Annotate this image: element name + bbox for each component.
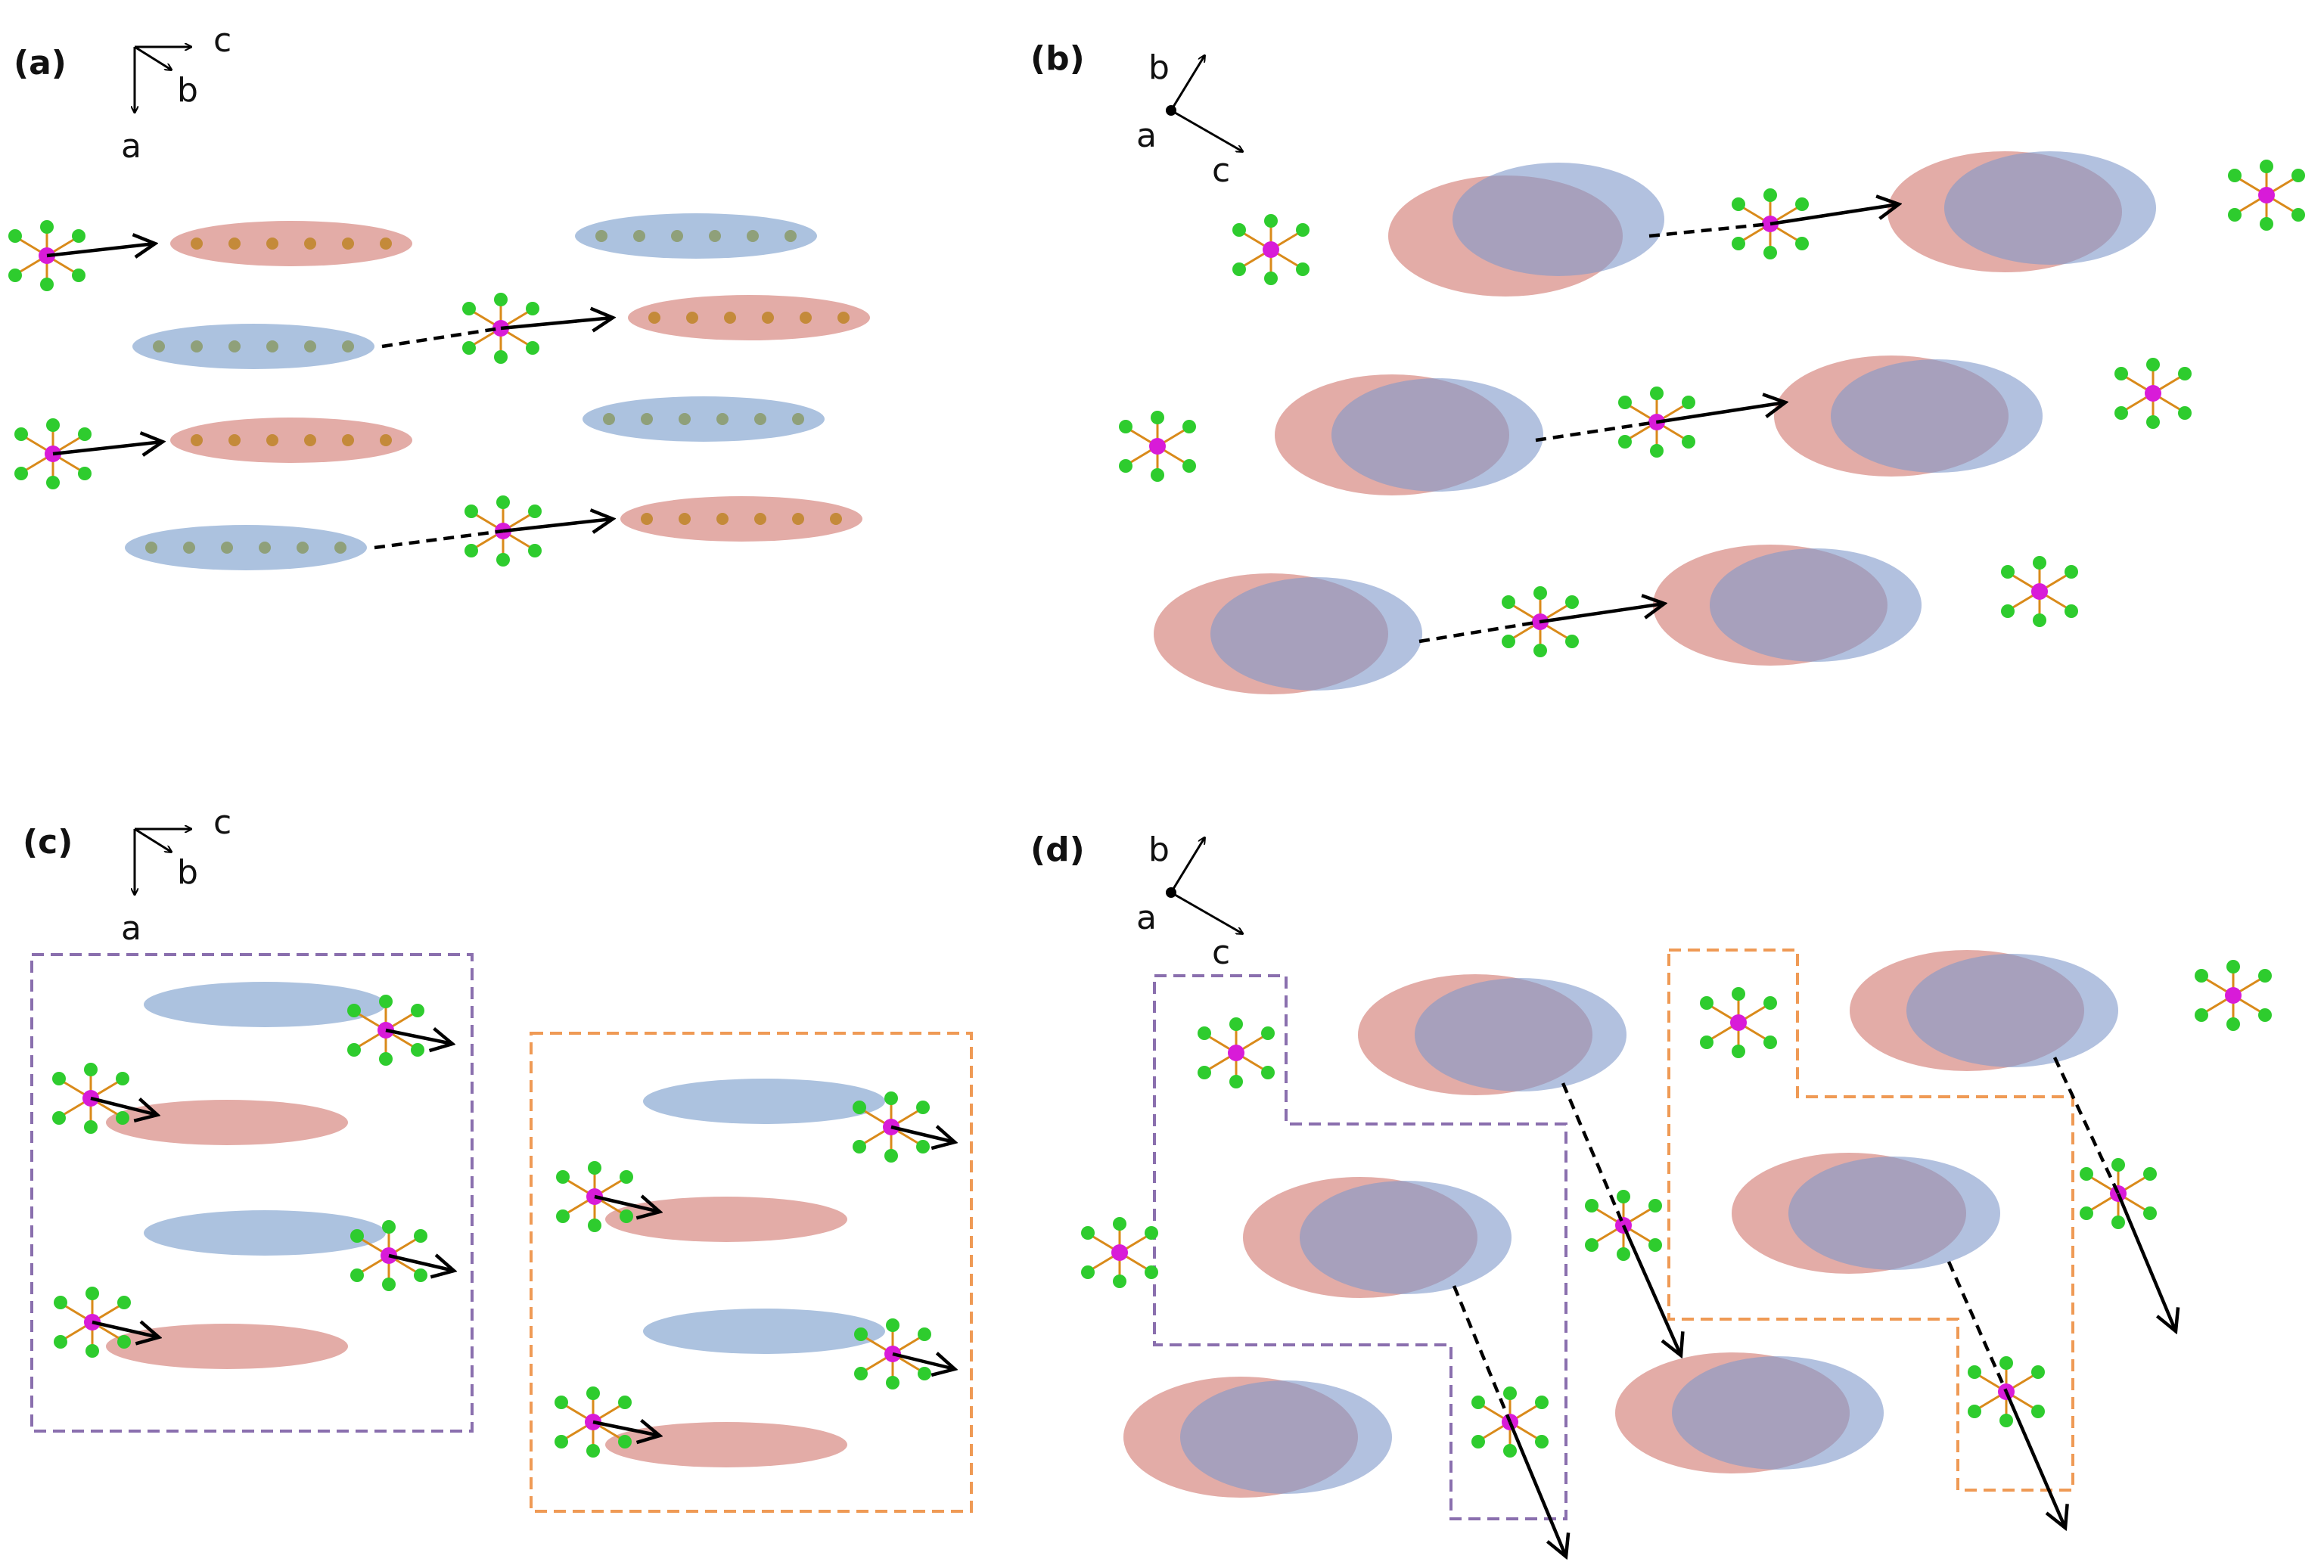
panel-c-arrows	[90, 1030, 955, 1436]
axis-label-c: c	[213, 803, 231, 842]
panel-d-molecules	[1123, 950, 2118, 1498]
stack-group-box-orange	[1667, 949, 2074, 1492]
interaction-arrow	[1656, 402, 1785, 424]
donor-molecule-blue	[575, 213, 817, 259]
donor-molecule-blue	[1331, 378, 1543, 492]
interaction-arrow	[52, 442, 163, 454]
panel-d-axis-triad: b a c	[1136, 831, 1242, 972]
panel-c-axis-triad: c b a	[121, 803, 231, 948]
axis-label-a: a	[1136, 899, 1157, 937]
donor-molecule-blue	[125, 525, 367, 570]
axis-label-b: b	[177, 71, 198, 110]
axis-label-b: b	[1148, 831, 1170, 869]
interaction-arrow	[594, 1197, 660, 1212]
donor-molecule-red	[106, 1100, 348, 1145]
panel-d: (d) b a c	[1030, 831, 2272, 1557]
panel-a-anions	[8, 220, 542, 567]
donor-molecule-blue	[1944, 151, 2156, 265]
donor-molecule-blue	[144, 1210, 386, 1256]
interaction-arrow	[2116, 1193, 2176, 1331]
panel-a-molecules	[125, 213, 870, 570]
interaction-dashed	[2052, 1057, 2120, 1194]
axis-label-a: a	[121, 127, 141, 166]
donor-molecule-red	[170, 221, 412, 266]
axis-label-b: b	[177, 853, 198, 892]
donor-molecule-blue	[1831, 359, 2043, 473]
donor-molecule-blue	[1788, 1157, 2000, 1270]
axis-label-a: a	[121, 909, 141, 948]
interaction-dashed	[1648, 222, 1771, 238]
interaction-arrow	[92, 1322, 159, 1337]
panel-a: (a) c b a	[8, 21, 870, 570]
axis-label-c: c	[1212, 151, 1230, 190]
interaction-arrow	[592, 1422, 660, 1436]
donor-molecule-red	[628, 295, 870, 340]
panel-b-axis-triad: b a c	[1136, 48, 1242, 190]
donor-molecule-blue	[1300, 1181, 1512, 1294]
panel-c-molecules	[106, 982, 885, 1467]
interaction-arrow	[388, 1256, 454, 1271]
donor-molecule-blue	[1906, 954, 2118, 1067]
interaction-arrow	[1621, 1225, 1681, 1355]
interaction-dashed	[381, 326, 502, 349]
interaction-dashed	[1452, 1285, 1512, 1423]
donor-molecule-blue	[1710, 548, 1922, 662]
panel-a-axis-triad: c b a	[121, 21, 231, 166]
interaction-dashed	[374, 529, 504, 550]
axis-label-b: b	[1148, 48, 1170, 87]
donor-molecule-red	[605, 1197, 847, 1242]
interaction-dashed	[1535, 420, 1658, 442]
panel-b-anions	[1119, 160, 2305, 657]
axis-label-c: c	[1212, 933, 1230, 972]
donor-molecule-blue	[1672, 1356, 1884, 1470]
panel-a-arrows	[46, 244, 613, 550]
panel-b: (b) b a c	[1030, 39, 2305, 694]
stack-group-box-purple	[1153, 974, 1567, 1520]
donor-molecule-blue	[1452, 163, 1664, 276]
interaction-arrow	[1539, 604, 1664, 624]
donor-molecule-blue	[1210, 577, 1422, 691]
donor-molecule-blue	[643, 1079, 885, 1124]
donor-molecule-red	[620, 496, 862, 542]
interaction-arrow	[90, 1096, 157, 1115]
donor-molecule-blue	[132, 324, 374, 369]
interaction-arrow	[1769, 204, 1899, 226]
donor-molecule-blue	[1180, 1380, 1392, 1494]
donor-molecule-blue	[643, 1309, 885, 1354]
interaction-arrow	[2004, 1391, 2065, 1528]
donor-molecule-red	[605, 1422, 847, 1467]
panel-d-label: (d)	[1030, 831, 1085, 869]
interaction-arrow	[385, 1030, 452, 1044]
interaction-arrow	[892, 1354, 955, 1369]
axis-label-c: c	[213, 21, 231, 60]
donor-molecule-blue	[583, 396, 825, 442]
panel-b-arrows	[1418, 204, 1899, 644]
interaction-arrow	[502, 519, 613, 531]
panel-b-label: (b)	[1030, 39, 1085, 78]
panel-b-molecules	[1154, 151, 2156, 694]
interaction-arrow	[890, 1127, 955, 1142]
interaction-dashed	[1561, 1082, 1626, 1226]
stack-group-box-orange	[530, 1032, 973, 1513]
panel-a-label: (a)	[14, 44, 67, 82]
interaction-arrow	[46, 244, 155, 256]
donor-molecule-red	[106, 1324, 348, 1369]
axis-label-a: a	[1136, 116, 1157, 155]
interaction-arrow	[1508, 1421, 1566, 1557]
stack-group-box-purple	[30, 953, 474, 1433]
donor-molecule-blue	[144, 982, 386, 1027]
interaction-arrow	[500, 318, 613, 328]
panel-c: (c) c b a	[23, 803, 973, 1513]
interaction-dashed	[1947, 1261, 2009, 1393]
interaction-dashed	[1418, 619, 1541, 644]
panel-d-arrows	[1452, 1057, 2176, 1557]
panel-c-label: (c)	[23, 823, 73, 862]
donor-molecule-red	[170, 418, 412, 463]
donor-molecule-blue	[1415, 978, 1626, 1091]
